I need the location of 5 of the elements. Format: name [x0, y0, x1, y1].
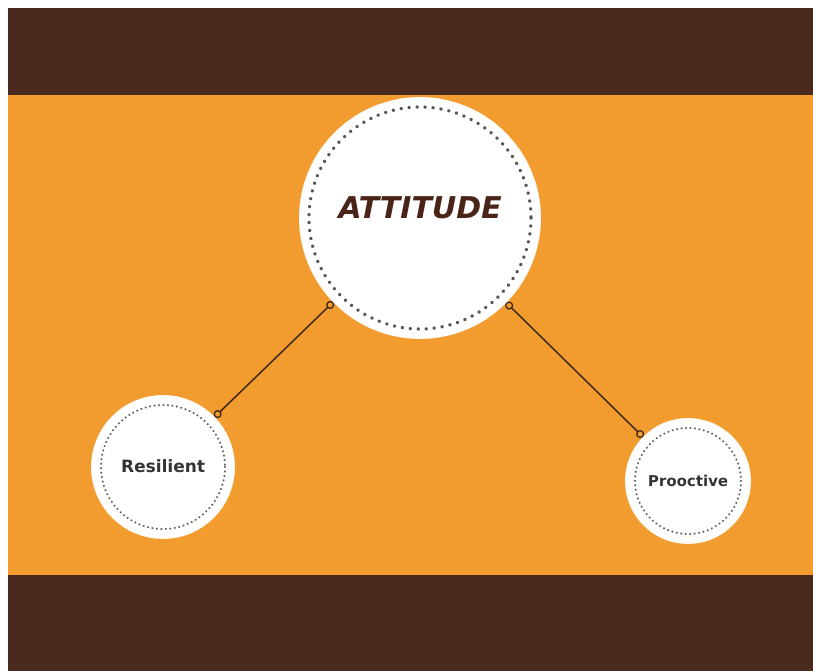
node-label: Resilient: [121, 457, 205, 477]
connector-line: [505, 302, 644, 438]
connector-line: [214, 301, 334, 418]
node-label: Prooctive: [648, 472, 728, 490]
node-title: ATTITUDE: [338, 190, 502, 226]
